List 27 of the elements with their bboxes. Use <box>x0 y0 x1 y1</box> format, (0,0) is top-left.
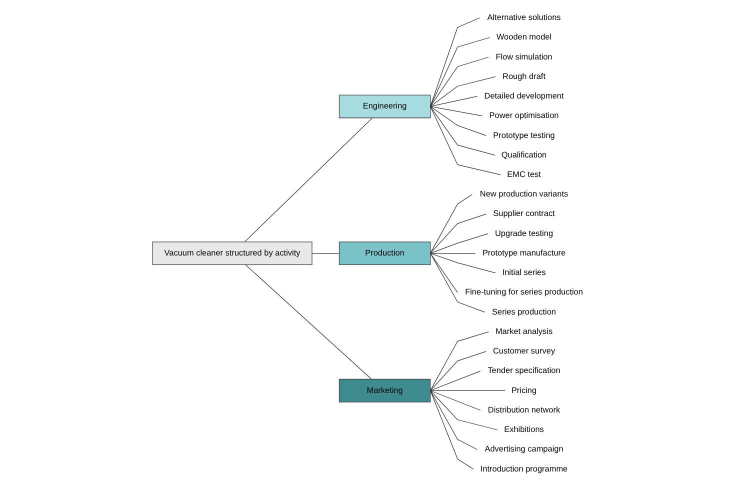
connector <box>430 106 483 116</box>
connector <box>430 331 489 391</box>
connector <box>430 37 490 107</box>
connector <box>430 390 474 470</box>
connector <box>430 253 486 312</box>
connector <box>312 253 340 254</box>
connector <box>430 96 478 107</box>
connector <box>430 390 478 450</box>
connector <box>430 253 458 293</box>
connector <box>430 390 506 391</box>
connector <box>430 18 480 107</box>
connector <box>430 106 486 136</box>
connector <box>430 233 488 254</box>
connector <box>430 351 486 391</box>
connector <box>430 390 481 411</box>
connector <box>430 253 496 274</box>
connector <box>430 106 496 156</box>
connector <box>430 390 498 430</box>
connector <box>430 214 486 254</box>
connector <box>430 194 472 254</box>
connector <box>430 253 476 254</box>
connector <box>244 118 373 242</box>
connector <box>430 106 501 176</box>
connector <box>430 76 496 107</box>
connector <box>245 264 372 380</box>
connector <box>430 56 489 107</box>
connector <box>430 370 481 391</box>
